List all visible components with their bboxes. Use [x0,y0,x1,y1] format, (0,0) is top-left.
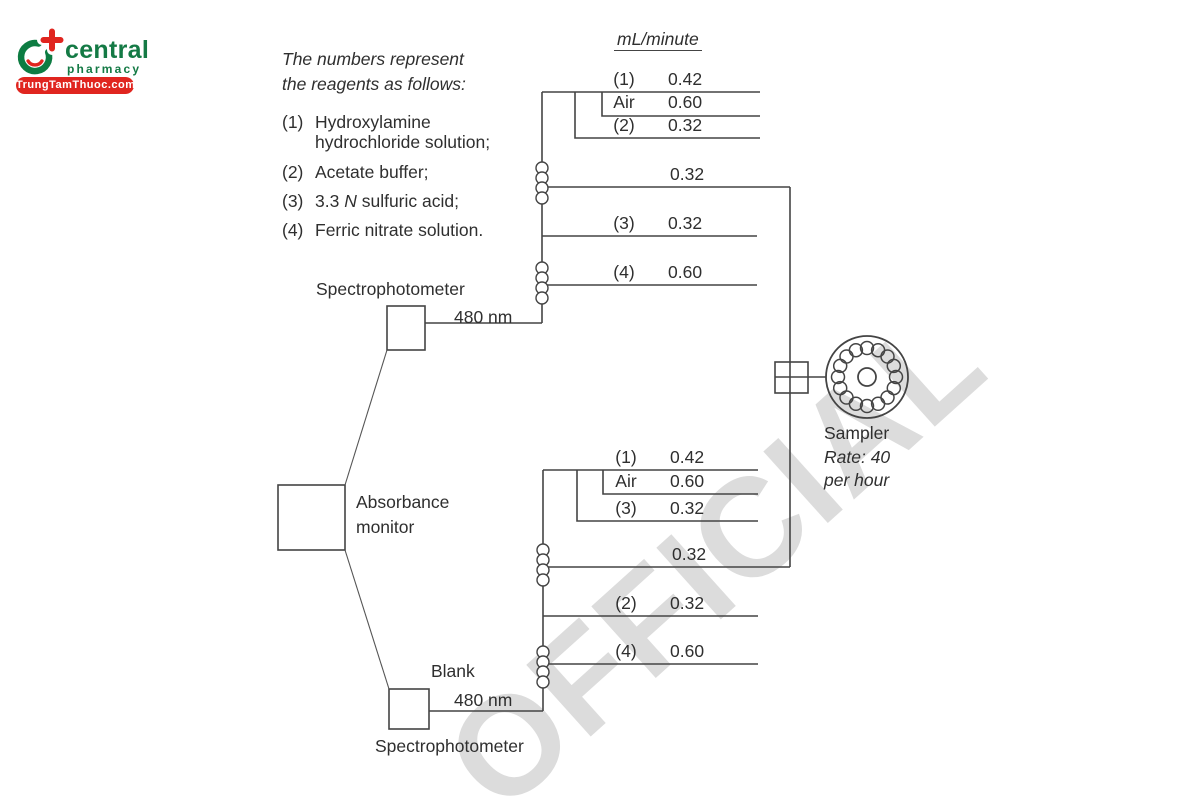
legend-item-1-number: (1) [282,112,304,132]
bottom-flow-sample-rate: 0.32 [672,544,707,564]
central-pharmacy-logo: central pharmacy TrungTamThuoc.com [8,12,150,94]
bottom-flow-air-label: Air [615,471,637,491]
logo-badge: TrungTamThuoc.com [16,77,135,94]
legend-item-2-number: (2) [282,162,304,182]
spectrophotometer-top-wavelength: 480 nm [454,307,513,327]
legend-item-3-number: (3) [282,191,304,211]
top-flow-2-rate: 0.32 [668,115,703,135]
bottom-flow-4-label: (4) [615,641,637,661]
flow-rate-column-header: mL/minute [614,29,702,51]
bottom-line-3 [576,470,758,522]
bottom-flow-3-label: (3) [615,498,637,518]
absorbance-monitor-label-line2: monitor [356,517,415,537]
top-flow-sample-rate: 0.32 [670,164,705,184]
bottom-flow-1-rate: 0.42 [670,447,705,467]
link-top-spectro [344,349,388,486]
plus-icon [37,25,67,55]
top-flow-4-label: (4) [613,262,635,282]
legend-item-3-post: sulfuric acid; [356,191,459,211]
spectrophotometer-bottom-label: Spectrophotometer [375,736,524,756]
bottom-flow-3-rate: 0.32 [670,498,705,518]
legend-item-1: (1) Hydroxylamine hydrochloride solution… [282,112,490,152]
top-flow-1-rate: 0.42 [668,69,703,89]
link-bottom-spectro [344,549,390,690]
logo-subbrand-text: pharmacy [67,62,142,76]
sampler-rate-line1: Rate: 40 [824,447,891,467]
logo-brand-text: central [65,36,150,64]
mixing-coil-icon [535,161,549,205]
top-line-air [601,92,760,117]
top-flow-2-label: (2) [613,115,635,135]
sampler-label: Sampler [824,423,890,443]
spectrophotometer-bottom-blank-label: Blank [431,661,475,681]
top-flow-3-rate: 0.32 [668,213,703,233]
bottom-line-air [602,470,758,495]
legend-item-1-line1: Hydroxylamine [315,112,431,132]
legend-item-4-text: Ferric nitrate solution. [315,220,484,240]
top-flow-3-label: (3) [613,213,635,233]
legend-intro-line2: the reagents as follows: [282,74,466,94]
absorbance-monitor-label-line1: Absorbance [356,492,450,512]
legend-item-3-symbol: N [344,191,357,211]
bottom-flow-2-label: (2) [615,593,637,613]
bottom-flow-air-rate: 0.60 [670,471,705,491]
spectrophotometer-bottom-wavelength: 480 nm [454,690,513,710]
top-flow-4-rate: 0.60 [668,262,703,282]
spectrophotometer-top-box [386,305,426,351]
top-flow-air-rate: 0.60 [668,92,703,112]
sampler-carousel-icon [825,335,909,419]
absorbance-monitor-box [277,484,346,551]
monitor-links [344,349,390,690]
bottom-flow-1-label: (1) [615,447,637,467]
mixing-coil-icon [536,543,550,587]
legend-intro-line1: The numbers represent [282,49,464,69]
flow-lines [425,91,826,712]
legend-item-2: (2) Acetate buffer; [282,162,429,182]
legend-item-2-text: Acetate buffer; [315,162,429,182]
bottom-flow-4-rate: 0.60 [670,641,705,661]
mixing-coils [535,161,550,689]
device-boxes [277,305,809,730]
legend-item-4: (4) Ferric nitrate solution. [282,220,483,240]
top-flow-1-label: (1) [613,69,635,89]
spectrophotometer-top-label: Spectrophotometer [316,279,465,299]
sampler-rate-line2: per hour [824,470,890,490]
legend-item-1-line2: hydrochloride solution; [315,132,491,152]
legend-item-3-pre: 3.3 [315,191,345,211]
legend-item-4-number: (4) [282,220,304,240]
top-flow-air-label: Air [613,92,635,112]
spectrophotometer-bottom-box [388,688,430,730]
mixing-coil-icon [536,645,550,689]
top-line-2 [574,92,760,139]
bottom-flow-2-rate: 0.32 [670,593,705,613]
legend-item-3: (3) 3.3 N sulfuric acid; [282,191,459,211]
mixing-coil-icon [535,261,549,305]
central-pharmacy-logo-icon [17,25,67,75]
